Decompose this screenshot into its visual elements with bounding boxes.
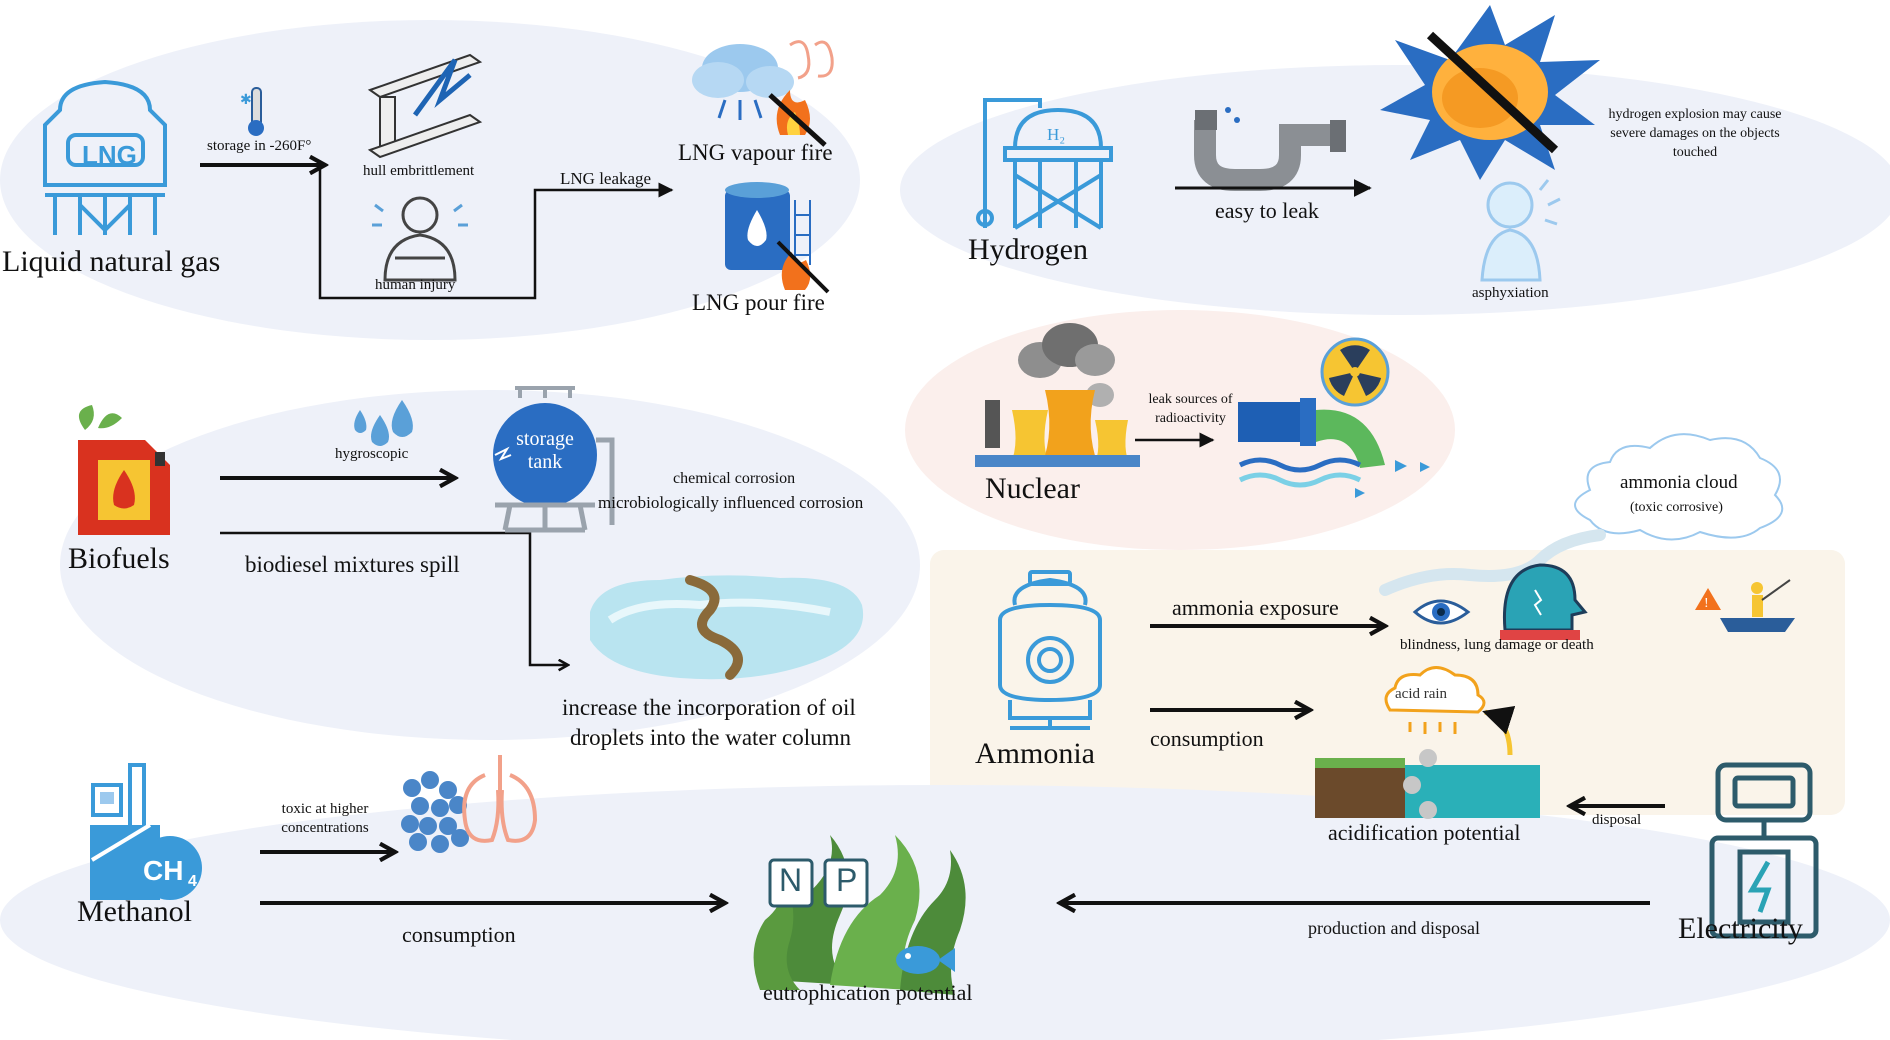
nuclear-plant-icon: [975, 323, 1140, 467]
asphyxiation-label: asphyxiation: [1472, 285, 1549, 301]
acid-rain-label: acid rain: [1395, 686, 1448, 702]
radioactive-icon: [1320, 337, 1390, 407]
micro-corrosion-label: microbiologically influenced corrosion: [598, 493, 864, 512]
ammonia-title: Ammonia: [975, 737, 1095, 770]
svg-text:CH: CH: [143, 855, 183, 886]
seaweed-icon: [753, 835, 966, 995]
fish-icon: [896, 946, 955, 974]
acid-rain-icon: [1384, 666, 1516, 756]
tank-drop-icon: [725, 182, 830, 294]
flame-icon: [768, 90, 827, 147]
svg-text:!: !: [1704, 596, 1709, 611]
methanol-title: Methanol: [77, 895, 192, 928]
easy-leak-label: easy to leak: [1215, 198, 1319, 223]
molecules-icon: [401, 771, 469, 853]
h2-text: H₂: [1047, 125, 1066, 144]
biodiesel-spill-label: biodiesel mixtures spill: [245, 552, 460, 577]
ammonia-exposure-label: ammonia exposure: [1172, 595, 1339, 620]
water-drops-icon: [354, 400, 413, 446]
pour-fire-label: LNG pour fire: [692, 290, 825, 315]
oil-line2-label: droplets into the water column: [570, 725, 852, 750]
phosphorus-letter: P: [836, 862, 858, 898]
explosion-icon: [1380, 5, 1600, 180]
leak-sources-label: leak sources of radioactivity: [1148, 392, 1233, 426]
methanol-plant-icon: CH 4: [90, 763, 202, 900]
waste-pipe-icon: [1238, 398, 1430, 498]
hygroscopic-label: hygroscopic: [335, 446, 409, 462]
disposal-label: disposal: [1592, 812, 1642, 828]
vapour-fire-label: LNG vapour fire: [678, 140, 833, 165]
fuel-can-icon: [78, 405, 170, 535]
ammonia-panel: [930, 550, 1845, 815]
lungs-icon: [462, 755, 538, 843]
lng-leakage-label: LNG leakage: [560, 169, 652, 188]
nitrogen-letter: N: [779, 862, 803, 898]
asphyxiation-person-icon: [1480, 179, 1561, 282]
storage-tank-icon: [493, 386, 615, 533]
ammonia-cloud-label: ammonia cloud: [1620, 472, 1738, 493]
battery-icon: [1709, 762, 1819, 939]
eutrophication-label: eutrophication potential: [763, 980, 973, 1005]
ammonia-cloud-shape: [1379, 433, 1784, 596]
toxic-corrosive-label: (toxic corrosive): [1630, 500, 1723, 515]
oil-spill-icon: [590, 575, 864, 680]
biofuels-title: Biofuels: [68, 542, 170, 575]
human-injury-label: human injury: [375, 277, 456, 293]
ammonia-tank-icon: [998, 570, 1102, 730]
consumption-methanol-label: consumption: [402, 922, 516, 947]
steel-beam-icon: [367, 53, 483, 159]
nuclear-title: Nuclear: [985, 472, 1080, 505]
svg-text:4: 4: [188, 873, 197, 890]
hydrogen-tower-icon: [976, 98, 1113, 230]
lng-title: Liquid natural gas: [2, 245, 221, 278]
eye-icon: [1412, 599, 1471, 625]
hydrogen-panel: [900, 65, 1890, 315]
head-icon: [1500, 563, 1588, 640]
soil-water-icon: [1315, 749, 1540, 819]
consumption-ammonia-label: consumption: [1150, 726, 1264, 751]
fisher-boat-icon: !: [1695, 579, 1795, 632]
electricity-title: Electricity: [1678, 912, 1803, 945]
hydrogen-title: Hydrogen: [968, 233, 1088, 266]
lng-tank-icon: [43, 79, 167, 235]
blindness-label: blindness, lung damage or death: [1400, 637, 1594, 653]
lng-tank-text: LNG: [82, 140, 137, 170]
oil-line1-label: increase the incorporation of oil: [562, 695, 856, 720]
storage-tank-label: storage tank: [516, 428, 574, 473]
acidification-label: acidification potential: [1328, 820, 1521, 845]
leaking-pipe-icon: [1194, 107, 1346, 191]
toxic-higher-label: toxic at higher concentrations: [281, 801, 369, 836]
h2-explosion-label: hydrogen explosion may cause severe dama…: [1608, 107, 1782, 160]
thermometer-icon: ✱: [240, 87, 264, 136]
storage-label: storage in -260F°: [207, 138, 312, 154]
cloud-lung-icon: [692, 40, 834, 120]
svg-text:✱: ✱: [240, 93, 252, 108]
injured-person-icon: [372, 196, 468, 282]
production-disposal-label: production and disposal: [1308, 918, 1480, 938]
hull-label: hull embrittlement: [363, 163, 475, 179]
lng-panel: [0, 20, 860, 340]
chem-corrosion-label: chemical corrosion: [673, 470, 796, 487]
